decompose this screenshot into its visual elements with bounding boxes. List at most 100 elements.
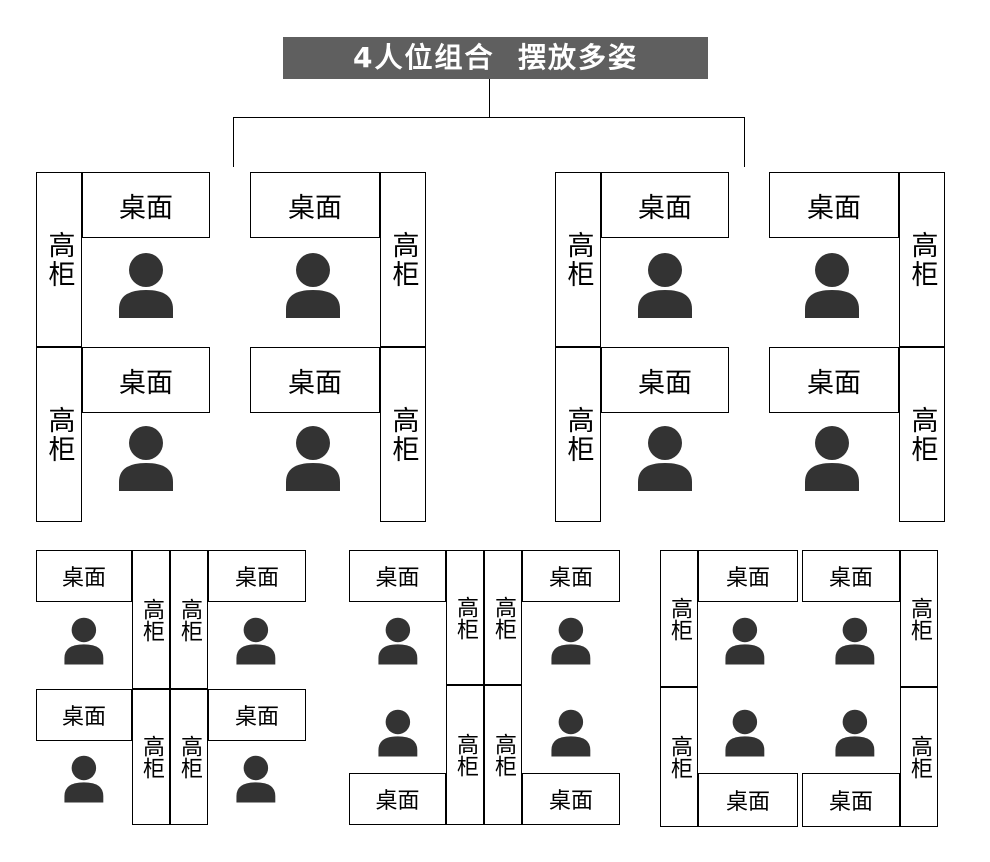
cabinet-label: 高柜 [387,230,419,289]
desk: 桌面 [82,347,210,413]
person-icon [235,617,277,665]
cabinet-label: 高柜 [906,230,938,289]
desk: 桌面 [802,550,900,602]
person-icon [803,252,861,318]
desk-label: 桌面 [638,367,692,399]
person-icon [117,252,175,318]
cabinet-label: 高柜 [667,735,692,779]
person-icon [834,709,876,757]
desk-label: 桌面 [234,566,279,591]
desk-label: 桌面 [807,367,861,399]
cabinet: 高柜 [170,550,208,689]
person-icon [284,425,342,491]
cabinet: 高柜 [484,550,522,685]
connector-line [233,117,745,118]
desk: 桌面 [349,550,446,602]
cabinet: 高柜 [899,172,945,347]
cabinet-label: 高柜 [139,735,164,779]
connector-line [744,117,745,167]
cabinet-label: 高柜 [491,733,516,777]
cabinet: 高柜 [36,347,82,522]
cabinet: 高柜 [555,347,601,522]
cabinet: 高柜 [170,689,208,825]
desk-label: 桌面 [548,566,593,591]
person-icon [550,617,592,665]
desk: 桌面 [208,689,306,741]
person-icon [636,252,694,318]
cabinet: 高柜 [484,685,522,825]
desk-label: 桌面 [61,566,106,591]
cabinet: 高柜 [900,550,938,687]
desk-label: 桌面 [375,566,420,591]
cabinet-label: 高柜 [562,230,594,289]
desk-label: 桌面 [828,566,873,591]
cabinet-label: 高柜 [906,405,938,464]
desk: 桌面 [208,550,306,602]
person-icon [636,425,694,491]
cabinet: 高柜 [380,172,426,347]
connector-line [233,117,234,167]
desk: 桌面 [698,550,798,602]
desk-label: 桌面 [725,790,770,815]
cabinet-label: 高柜 [453,595,478,640]
desk: 桌面 [82,172,210,238]
cabinet: 高柜 [36,172,82,347]
person-icon [117,425,175,491]
cabinet-label: 高柜 [907,735,932,779]
person-icon [724,617,766,665]
diagram-title: 4人位组合 摆放多姿 [283,37,708,79]
desk: 桌面 [769,172,899,238]
desk-label: 桌面 [234,705,279,730]
person-icon [63,617,105,665]
desk-label: 桌面 [725,566,770,591]
desk-label: 桌面 [375,789,420,814]
desk-label: 桌面 [807,192,861,224]
cabinet-label: 高柜 [387,405,419,464]
desk-label: 桌面 [638,192,692,224]
desk: 桌面 [698,773,798,827]
person-icon [724,709,766,757]
desk: 桌面 [769,347,899,413]
desk-label: 桌面 [828,790,873,815]
cabinet: 高柜 [132,689,170,825]
desk: 桌面 [36,689,132,741]
cabinet: 高柜 [660,687,698,827]
desk: 桌面 [601,172,729,238]
cabinet-label: 高柜 [562,405,594,464]
person-icon [377,709,419,757]
desk-label: 桌面 [119,192,173,224]
cabinet: 高柜 [446,685,484,825]
desk: 桌面 [36,550,132,602]
cabinet-label: 高柜 [139,597,164,642]
cabinet-label: 高柜 [667,596,692,641]
cabinet-label: 高柜 [177,597,202,642]
person-icon [377,617,419,665]
person-icon [235,755,277,803]
desk: 桌面 [522,550,620,602]
desk: 桌面 [601,347,729,413]
cabinet-label: 高柜 [491,595,516,640]
connector-line [489,79,490,117]
desk: 桌面 [802,773,900,827]
cabinet: 高柜 [899,347,945,522]
desk-label: 桌面 [288,192,342,224]
cabinet: 高柜 [555,172,601,347]
cabinet-label: 高柜 [43,405,75,464]
cabinet: 高柜 [446,550,484,685]
desk-label: 桌面 [61,705,106,730]
person-icon [284,252,342,318]
desk-label: 桌面 [119,367,173,399]
desk-label: 桌面 [548,789,593,814]
desk: 桌面 [250,172,380,238]
cabinet-label: 高柜 [453,733,478,777]
person-icon [834,617,876,665]
desk: 桌面 [250,347,380,413]
cabinet-label: 高柜 [907,596,932,641]
desk: 桌面 [349,773,446,825]
cabinet-label: 高柜 [177,735,202,779]
cabinet-label: 高柜 [43,230,75,289]
cabinet: 高柜 [660,550,698,687]
cabinet: 高柜 [132,550,170,689]
cabinet: 高柜 [380,347,426,522]
